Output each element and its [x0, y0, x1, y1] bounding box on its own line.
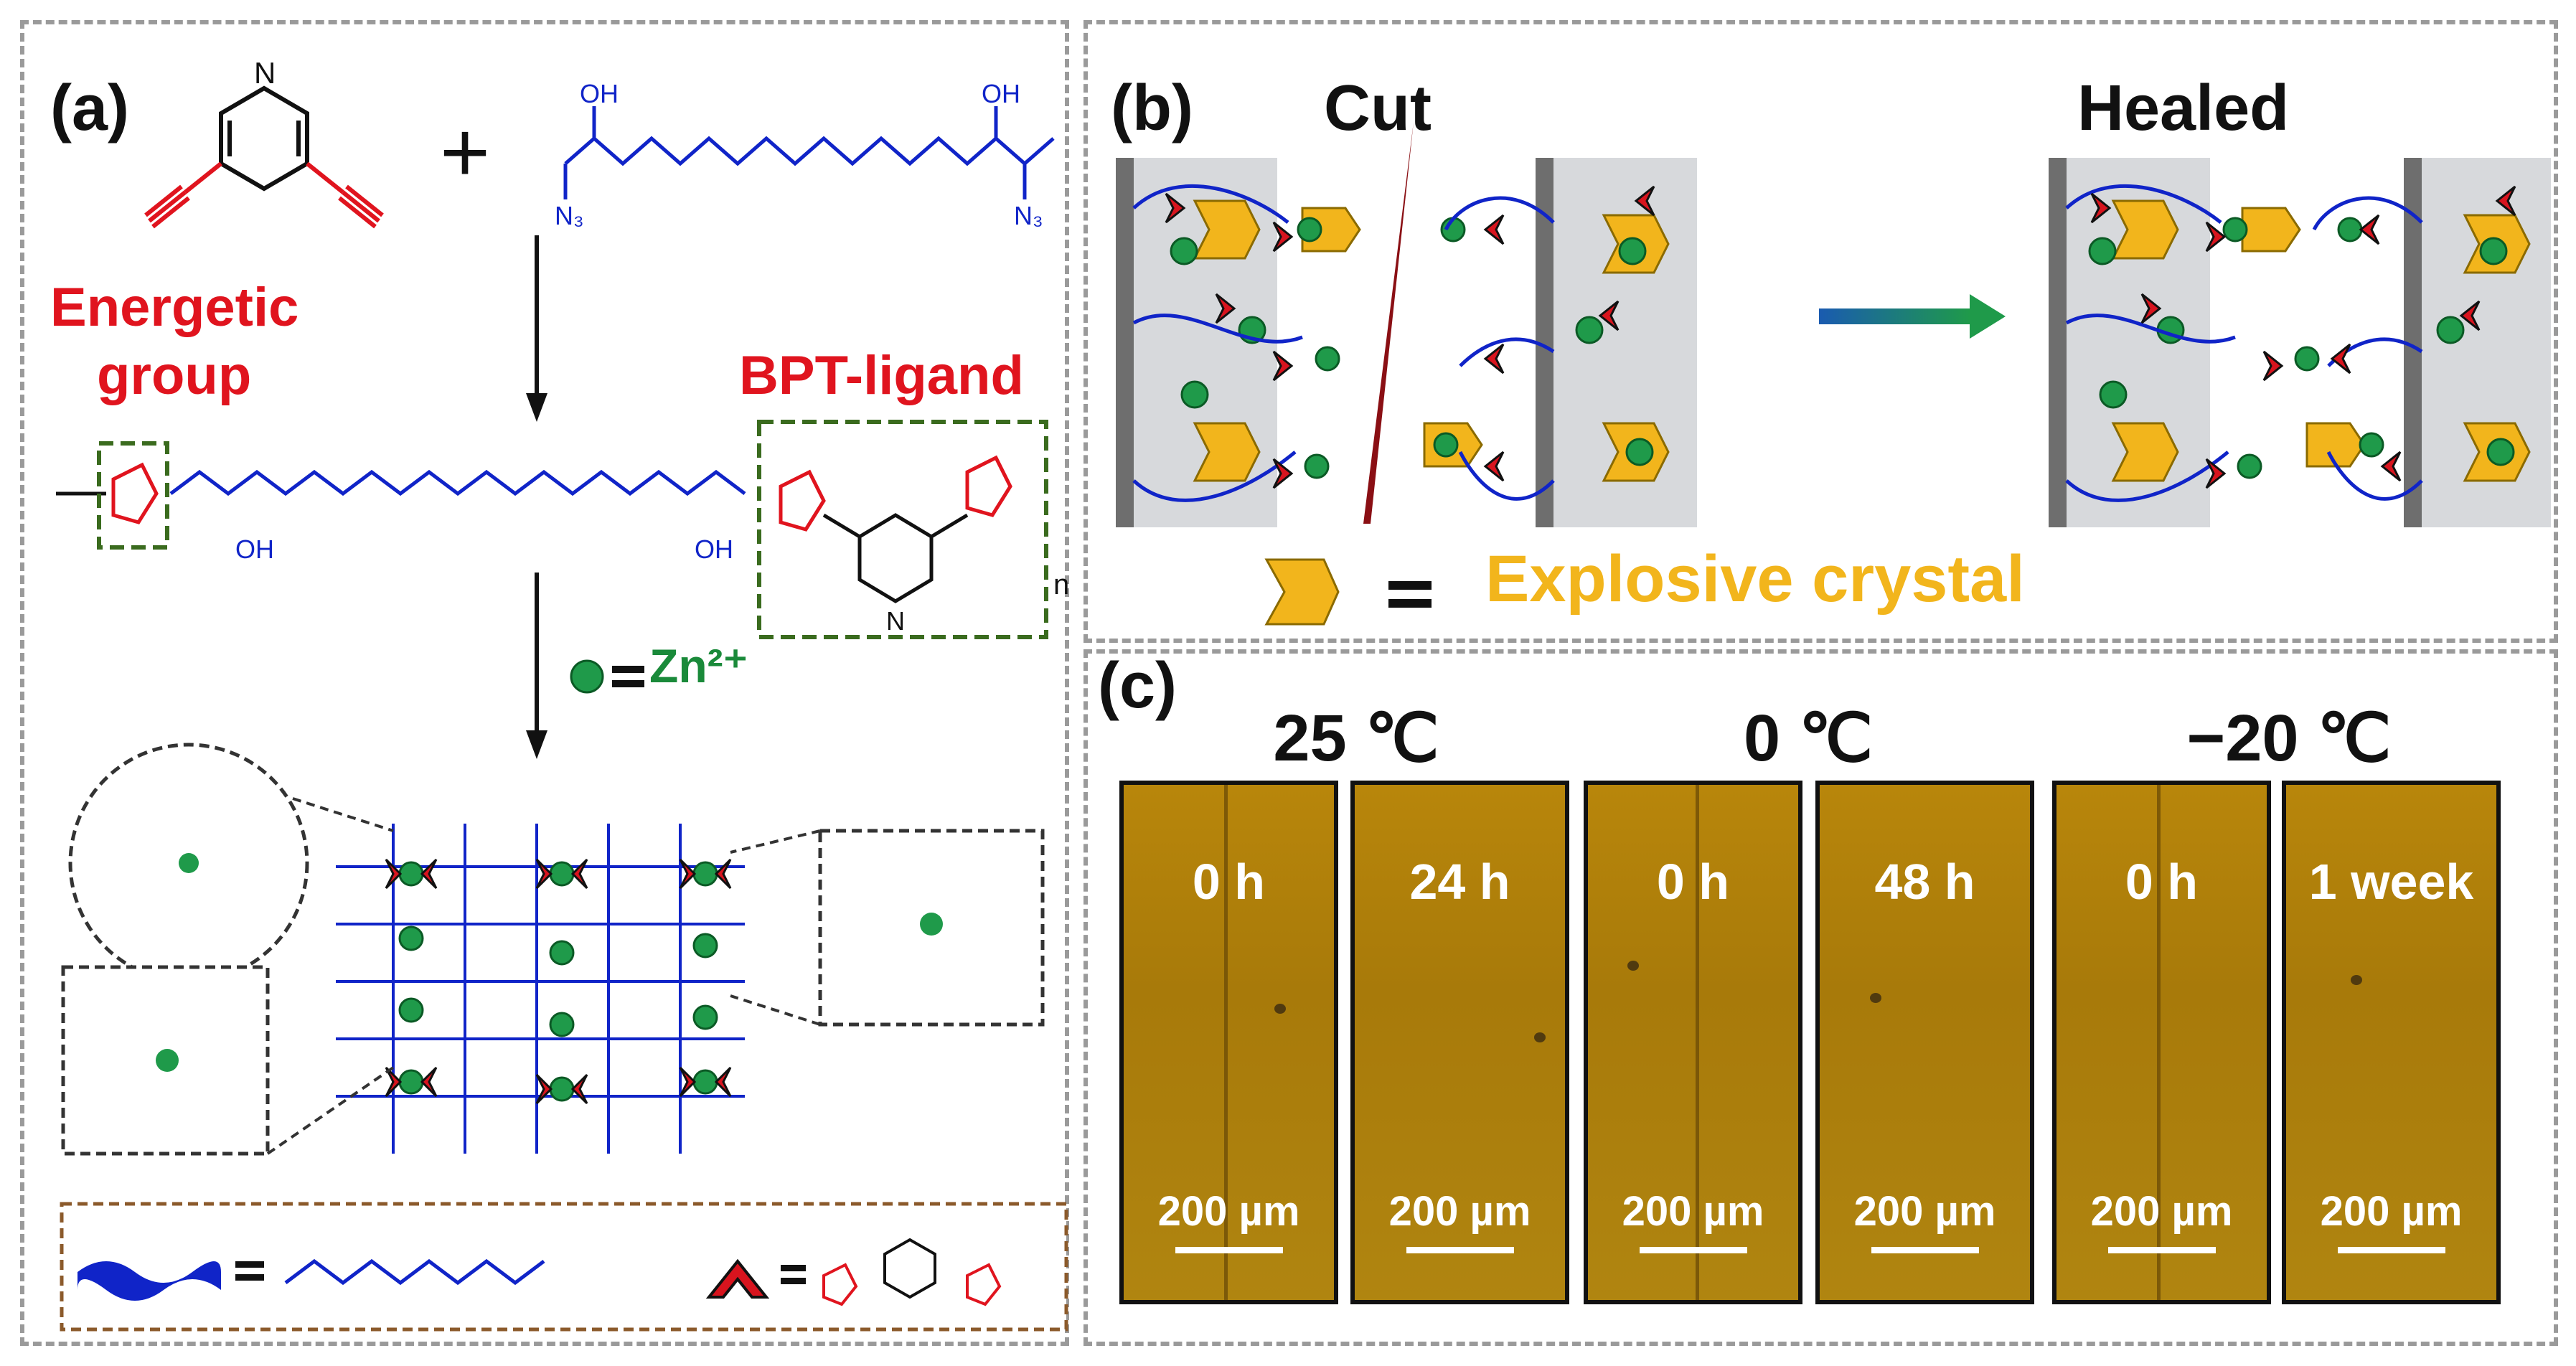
scale-bar	[1406, 1247, 1514, 1253]
network-zn-nodes	[398, 861, 718, 1102]
panel-b	[1083, 20, 2558, 643]
scale-bar-label: 200 µm	[2090, 1188, 2233, 1235]
time-label: 0 h	[1192, 854, 1266, 910]
temperature-label-0: 0 ℃	[1743, 702, 1874, 775]
cut-chains	[1132, 184, 1555, 502]
cut-blade	[1363, 122, 1414, 524]
healed-chevrons	[2090, 185, 2516, 489]
time-label: 1 week	[2308, 854, 2474, 910]
micrograph-minus20c-1week: 1 week 200 µm	[2282, 781, 2501, 1304]
ligand-chevron-icon	[705, 1258, 770, 1299]
panel-c	[1083, 649, 2558, 1346]
healing-arrow	[1819, 308, 1970, 324]
polymer-chain	[56, 469, 746, 496]
cut-chevrons	[1165, 185, 1655, 489]
n3-right: N₃	[1014, 201, 1043, 230]
temperature-label-minus20: −20 ℃	[2186, 702, 2392, 775]
time-label: 0 h	[1656, 854, 1730, 910]
panel-a-scheme: N + OH OH N₃ N₃ OH OH N n	[56, 56, 1069, 1332]
scale-bar-label: 200 µm	[1622, 1188, 1764, 1235]
micrograph-0c-0h: 0 h 200 µm	[1584, 781, 1802, 1304]
scale-bar-label: 200 µm	[1157, 1188, 1300, 1235]
energetic-group-box	[97, 441, 169, 550]
polymer-n-subscript: n	[1053, 569, 1069, 600]
time-label: 24 h	[1409, 854, 1510, 910]
cut-label: Cut	[1324, 72, 1432, 144]
temperature-label-25: 25 ℃	[1273, 702, 1439, 775]
micrograph-25c-0h: 0 h 200 µm	[1119, 781, 1338, 1304]
bpt-ligand-box	[757, 420, 1048, 639]
scale-bar	[1871, 1247, 1979, 1253]
plus-sign: +	[440, 104, 490, 200]
scale-bar	[2337, 1247, 2445, 1253]
bpt-ligand-label: BPT-ligand	[739, 345, 1024, 406]
micrograph-25c-24h: 24 h 200 µm	[1350, 781, 1569, 1304]
pyridine-n: N	[254, 56, 276, 90]
healed-label: Healed	[2077, 72, 2290, 144]
panel-a-label: (a)	[50, 72, 129, 144]
zn-ion-icon	[570, 659, 604, 694]
scale-bar	[1175, 1247, 1283, 1253]
zn-ion-label: Zn²⁺	[649, 639, 748, 692]
scale-bar-label: 200 µm	[1853, 1188, 1996, 1235]
micrograph-0c-48h: 48 h 200 µm	[1815, 781, 2034, 1304]
scale-bar-label: 200 µm	[1388, 1188, 1531, 1235]
scale-bar-label: 200 µm	[2320, 1188, 2463, 1235]
diethynylpyridine-structure	[144, 85, 384, 229]
micrograph-minus20c-0h: 0 h 200 µm	[2052, 781, 2271, 1304]
azide-siloxane-structure	[563, 106, 1055, 199]
scale-bar	[2107, 1247, 2216, 1253]
panel-b-label: (b)	[1111, 72, 1193, 144]
energetic-group-label-1: Energetic	[50, 277, 299, 338]
bpt-pyridine-n: N	[886, 606, 905, 636]
healed-zn	[2088, 217, 2515, 479]
panel-a	[20, 20, 1069, 1346]
energetic-group-label-2: group	[97, 345, 252, 406]
explosive-crystal-icon	[1264, 558, 1340, 626]
time-label: 0 h	[2125, 854, 2199, 910]
polymer-wave-icon	[77, 1261, 221, 1301]
oh-poly-left: OH	[235, 534, 274, 564]
network-ligand-arrows	[385, 858, 732, 1105]
panel-b-schematic	[1116, 122, 2551, 626]
panel-c-label: (c)	[1098, 650, 1177, 722]
oh-left: OH	[580, 79, 619, 108]
component-legend-box	[60, 1202, 1068, 1332]
time-label: 48 h	[1874, 854, 1975, 910]
explosive-crystal-label: Explosive crystal	[1485, 542, 2025, 616]
scale-bar	[1639, 1247, 1747, 1253]
oh-poly-right: OH	[695, 534, 733, 564]
n3-left: N₃	[555, 201, 584, 230]
healed-crystals	[2111, 199, 2531, 482]
oh-right: OH	[982, 79, 1020, 108]
